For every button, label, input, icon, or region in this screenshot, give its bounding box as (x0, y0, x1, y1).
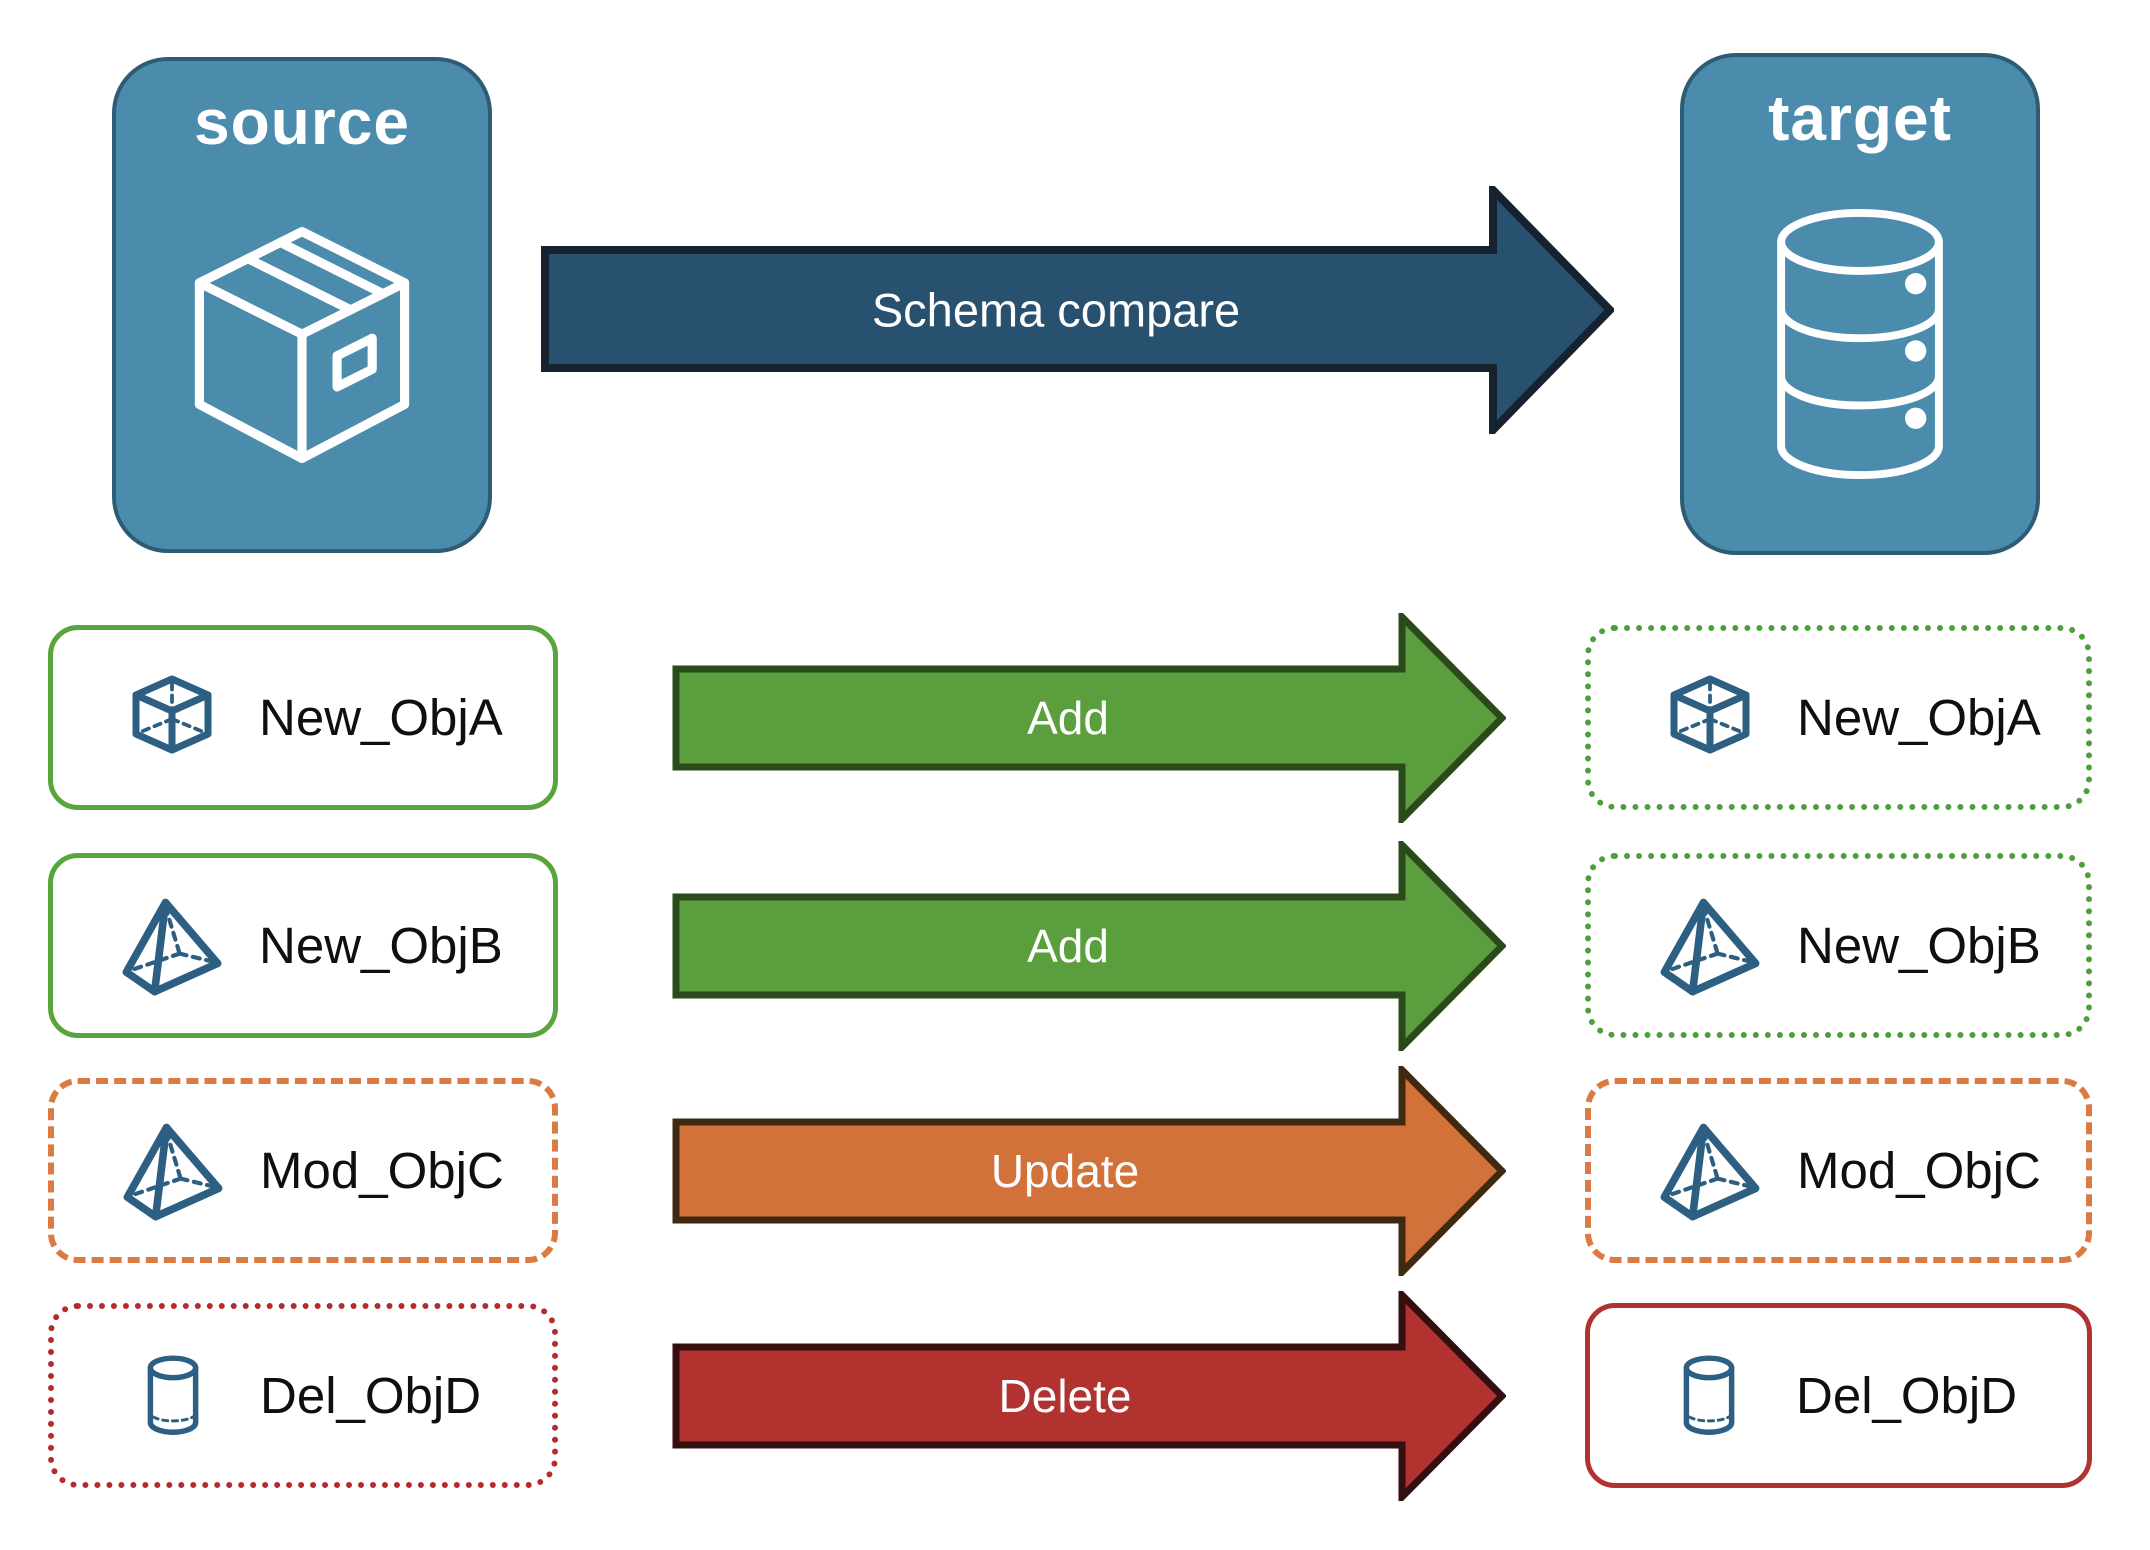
cube-icon (111, 673, 233, 763)
object-card-target-mod-objc: Mod_ObjC (1585, 1078, 2092, 1263)
object-card-source-new-obja: New_ObjA (48, 625, 558, 810)
object-name: Del_ObjD (260, 1367, 482, 1424)
pyramid-icon (112, 1121, 234, 1221)
object-name: Mod_ObjC (1797, 1142, 2041, 1199)
action-label: Update (991, 1145, 1139, 1197)
action-label: Add (1027, 920, 1109, 972)
object-card-source-mod-objc: Mod_ObjC (48, 1078, 558, 1263)
action-label: Add (1027, 692, 1109, 744)
object-name: New_ObjA (1797, 689, 2041, 746)
target-node: target (1680, 53, 2040, 555)
cube-icon (1649, 673, 1771, 763)
action-label: Delete (999, 1370, 1132, 1422)
object-card-target-del-objd: Del_ObjD (1585, 1303, 2092, 1488)
object-name: Del_ObjD (1796, 1367, 2018, 1424)
cylinder-icon (112, 1348, 234, 1444)
object-card-source-del-objd: Del_ObjD (48, 1303, 558, 1488)
object-name: New_ObjB (259, 917, 503, 974)
object-name: New_ObjA (259, 689, 503, 746)
package-icon (116, 159, 488, 531)
object-name: Mod_ObjC (260, 1142, 504, 1199)
object-card-source-new-objb: New_ObjB (48, 853, 558, 1038)
schema-compare-label: Schema compare (872, 284, 1240, 337)
add-arrow-row2: Add (672, 841, 1506, 1051)
object-name: New_ObjB (1797, 917, 2041, 974)
pyramid-icon (111, 896, 233, 996)
source-label: source (194, 86, 410, 158)
pyramid-icon (1649, 1121, 1771, 1221)
pyramid-icon (1649, 896, 1771, 996)
delete-arrow-row4: Delete (672, 1291, 1506, 1501)
object-card-target-new-obja: New_ObjA (1585, 625, 2092, 810)
object-card-target-new-objb: New_ObjB (1585, 853, 2092, 1038)
add-arrow-row1: Add (672, 613, 1506, 823)
source-node: source (112, 57, 492, 553)
database-icon (1684, 155, 2036, 533)
update-arrow-row3: Update (672, 1066, 1506, 1276)
schema-compare-arrow: Schema compare (541, 186, 1614, 434)
target-label: target (1768, 82, 1952, 154)
cylinder-icon (1648, 1348, 1770, 1444)
